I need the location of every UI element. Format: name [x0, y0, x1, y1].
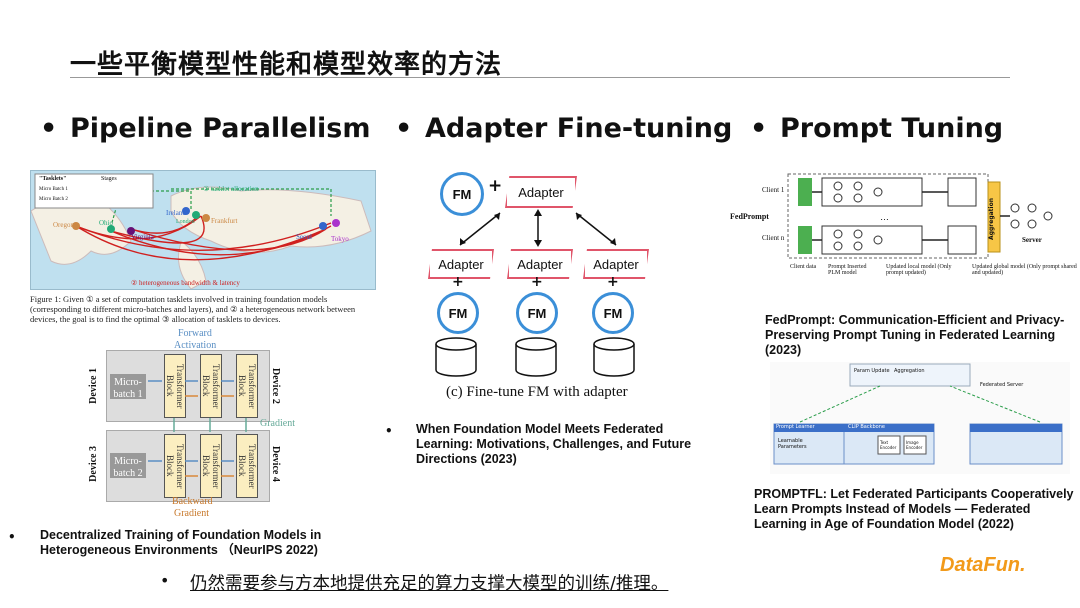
learnable-params-label: Learnable Parameters — [778, 438, 807, 450]
transformer-block: Transformer Block — [164, 354, 186, 418]
client1-label: Client 1 — [762, 186, 785, 194]
map-label-tasklets: "Tasklets" — [39, 176, 67, 182]
map-label-seoul: Seoul — [296, 233, 312, 241]
map-label-tokyo: Tokyo — [331, 235, 349, 243]
prompt-inserted-label: Prompt Inserted PLM model — [828, 264, 867, 276]
bullet: • — [160, 571, 170, 590]
map-label-stages: Stages — [101, 176, 117, 182]
datafun-logo: DataFun. — [940, 554, 1026, 576]
param-update-label: Param Update — [854, 368, 890, 374]
text-encoder-label: Text Encoder — [880, 440, 897, 450]
plus-sign: + — [452, 274, 464, 290]
map-label-allocation: ② tasklet allocation — [203, 185, 259, 193]
device1-label: Device 1 — [88, 368, 99, 404]
activation-label: Activation — [174, 340, 217, 351]
adapter-client-2: Adapter — [507, 249, 573, 279]
heading-prompt: • Prompt Tuning — [750, 113, 1003, 144]
map-label-hetero: ② heterogeneous bandwidth & latency — [131, 279, 240, 287]
fedprompt-figure: … Client 1 Client n FedPrompt Aggregatio… — [730, 168, 1080, 288]
bullet: • — [385, 424, 393, 438]
clientn-label: Client n — [762, 234, 785, 242]
heading-adapter: • Adapter Fine-tuning — [395, 113, 732, 144]
transformer-block: Transformer Block — [164, 434, 186, 498]
micro-batch-2: Micro- batch 2 — [110, 453, 146, 479]
clip-backbone-label: CLIP Backbone — [848, 424, 885, 430]
fed-server-label: Federated Server — [980, 382, 1024, 388]
heading-adapter-text: Adapter Fine-tuning — [425, 113, 733, 144]
map-label-ireland: Ireland — [166, 209, 186, 217]
aggregation-label: Aggregation — [988, 198, 995, 240]
map-label-frankfurt: Frankfurt — [211, 217, 238, 225]
pipeline-paper-ref: Decentralized Training of Foundation Mod… — [40, 528, 322, 557]
transformer-block: Transformer Block — [236, 354, 258, 418]
figure1-caption: Figure 1: Given ① a set of computation t… — [30, 294, 356, 324]
transformer-block: Transformer Block — [200, 354, 222, 418]
database-icons — [435, 337, 635, 377]
bullet: • — [40, 113, 58, 144]
gradient-label: Gradient — [260, 418, 295, 429]
fedprompt-diagram: … — [787, 173, 1053, 259]
heading-prompt-text: Prompt Tuning — [780, 113, 1004, 144]
adapter-client-1: Adapter — [428, 249, 494, 279]
micro-batch-1: Micro- batch 1 — [110, 374, 146, 400]
transformer-block: Transformer Block — [236, 434, 258, 498]
adapter-arrows — [459, 209, 617, 247]
fedprompt-label: FedPrompt — [730, 212, 769, 221]
world-map-graphic — [30, 173, 372, 290]
device4-label: Device 4 — [270, 446, 281, 482]
adapter-client-3: Adapter — [583, 249, 649, 279]
promptfl-aggregation-label: Aggregation — [894, 368, 925, 374]
svg-text:…: … — [880, 212, 889, 222]
adapter-top: Adapter — [505, 176, 577, 208]
adapter-paper-ref: When Foundation Model Meets Federated Le… — [416, 422, 692, 466]
fm-circle-top: FM — [440, 172, 484, 216]
title-divider — [70, 77, 1010, 78]
map-label-mb1: Micro Batch 1 — [39, 187, 68, 192]
server-label: Server — [1022, 236, 1042, 244]
pipeline-diagram: Forward Activation Micro- batch 1 Micro-… — [88, 326, 295, 521]
fm-circle-client-3: FM — [592, 292, 634, 334]
map-label-london: London — [176, 219, 195, 225]
fm-circle-client-1: FM — [437, 292, 479, 334]
network-map-figure: "Tasklets" Stages Micro Batch 1 Micro Ba… — [30, 170, 376, 290]
transformer-block: Transformer Block — [200, 434, 222, 498]
bullet: • — [750, 113, 768, 144]
bullet: • — [8, 530, 16, 544]
plus-sign: + — [488, 176, 503, 196]
bottom-note: 仍然需要参与方本地提供充足的算力支撑大模型的训练/推理。 — [190, 574, 669, 594]
prompt-learner-label: Prompt Learner — [776, 424, 815, 430]
updated-global-label: Updated global model (Only prompt shared… — [972, 264, 1077, 276]
forward-label: Forward — [178, 328, 212, 339]
device2-label: Device 2 — [270, 368, 281, 404]
bullet: • — [395, 113, 413, 144]
promptfl-diagram — [773, 363, 1063, 465]
plus-sign: + — [531, 274, 543, 290]
client-data-label: Client data — [790, 264, 817, 270]
fm-circle-client-2: FM — [516, 292, 558, 334]
fedprompt-paper-ref: FedPrompt: Communication-Efficient and P… — [765, 313, 1065, 357]
backward-label: Backward — [172, 496, 213, 507]
adapter-caption: (c) Fine-tune FM with adapter — [446, 384, 628, 400]
map-label-oregon: Oregon — [53, 221, 74, 229]
pipeline-arrows — [148, 380, 247, 477]
device3-label: Device 3 — [88, 446, 99, 482]
page-title: 一些平衡模型性能和模型效率的方法 — [70, 50, 503, 80]
promptfl-figure: Prompt Learner CLIP Backbone Learnable P… — [770, 362, 1070, 474]
updated-local-label: Updated local model (Only prompt updated… — [886, 264, 952, 276]
map-label-mb2: Micro Batch 2 — [39, 197, 68, 202]
heading-pipeline: • Pipeline Parallelism — [40, 113, 370, 144]
map-label-ohio: Ohio — [99, 219, 113, 227]
backward-gradient-label: Gradient — [174, 508, 209, 519]
promptfl-paper-ref: PROMPTFL: Let Federated Participants Coo… — [754, 487, 1074, 531]
heading-pipeline-text: Pipeline Parallelism — [70, 113, 371, 144]
map-label-virginia: Virginia — [131, 233, 154, 241]
image-encoder-label: Image Encoder — [906, 440, 923, 450]
plus-sign: + — [607, 274, 619, 290]
